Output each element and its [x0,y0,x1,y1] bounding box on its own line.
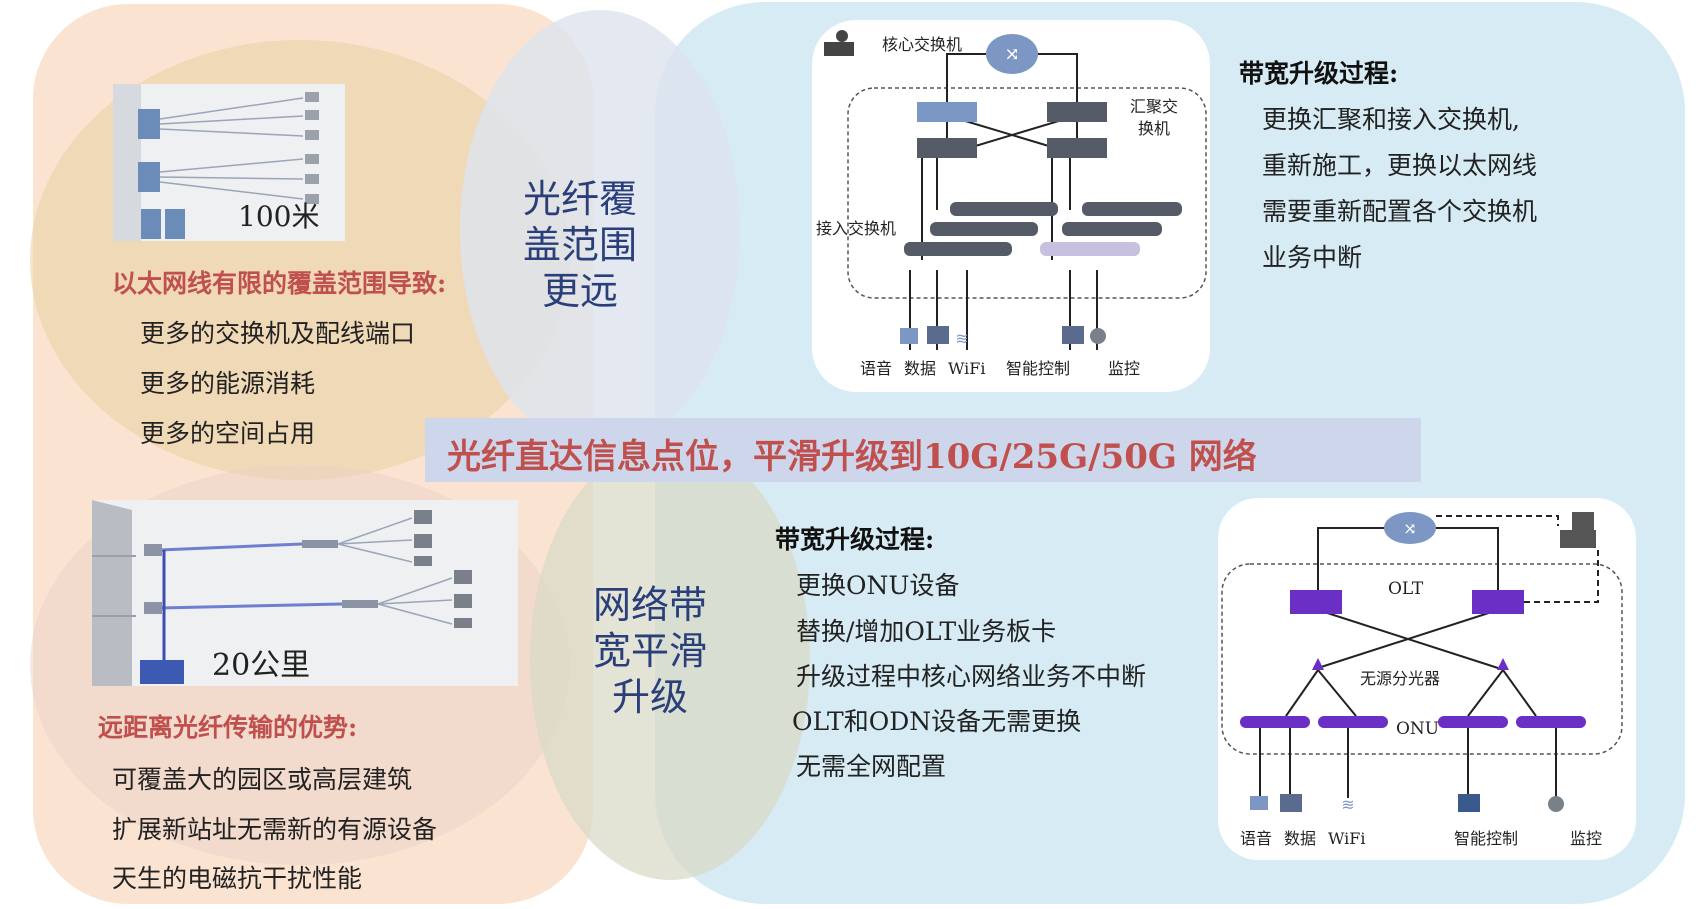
traditional-network-graphic: ⤨ 核心交换机 汇聚交 换机 接入交换机 [816,30,1207,378]
svg-text:≋: ≋ [955,329,968,348]
pon-upgrade-item: 替换/增加OLT业务板卡 [796,617,1057,646]
terminal-smart-control: 智能控制 [1006,359,1070,378]
bandwidth-line: 网络带 [592,583,707,627]
ethernet-item: 更多的能源消耗 [140,369,316,398]
ethernet-distance-label: 100米 [238,200,320,233]
svg-text:≋: ≋ [1341,795,1354,814]
splitter-label: 无源分光器 [1360,669,1440,688]
terminal-monitor: 监控 [1570,829,1602,848]
traditional-upgrade-item: 重新施工，更换以太网线 [1262,151,1538,180]
terminal-smart-control: 智能控制 [1454,829,1518,848]
pon-upgrade-item: OLT和ODN设备无需更换 [792,707,1082,736]
ethernet-heading: 以太网线有限的覆盖范围导致: [112,269,447,298]
aggregation-label-line1: 汇聚交 [1130,97,1178,116]
terminal-voice: 语音 [1240,829,1272,848]
fiber-distance-label: 20公里 [212,648,311,683]
bandwidth-line: 升级 [611,675,688,719]
pon-upgrade-item: 升级过程中核心网络业务不中断 [796,662,1147,691]
pon-upgrade-item: 更换ONU设备 [796,571,960,600]
terminal-data: 数据 [904,359,936,378]
pon-network-diagram: ⤨ OLT 无源分光器 ONU ≋ [1218,498,1636,860]
coverage-line: 盖范围 [522,223,637,267]
terminal-wifi: WiFi [1328,829,1366,848]
ethernet-item: 更多的空间占用 [140,419,316,448]
svg-text:⤨: ⤨ [1403,519,1416,538]
pon-network-graphic: ⤨ OLT 无源分光器 ONU ≋ [1221,512,1623,848]
traditional-upgrade-heading: 带宽升级过程: [1239,59,1399,88]
coverage-line: 光纤覆 [522,177,637,221]
banner: 光纤直达信息点位，平滑升级到10G/25G/50G 网络 [425,418,1421,482]
terminal-data: 数据 [1284,829,1316,848]
access-switch-label: 接入交换机 [816,219,896,238]
aggregation-label-line2: 换机 [1138,119,1170,138]
ethernet-diagram-graphic [113,84,319,241]
onu-label: ONU [1396,719,1439,739]
core-switch-label: 核心交换机 [882,35,962,54]
terminal-monitor: 监控 [1108,359,1140,378]
fiber-heading: 远距离光纤传输的优势: [98,713,358,742]
terminal-wifi: WiFi [948,359,986,378]
traditional-upgrade-item: 业务中断 [1262,243,1363,272]
pon-upgrade-item: 无需全网配置 [796,752,947,781]
fiber-diagram-graphic [92,500,472,686]
traditional-upgrade-item: 更换汇聚和接入交换机, [1262,105,1520,134]
bandwidth-line: 宽平滑 [592,629,707,673]
ethernet-cabling-diagram: 100米 [113,84,345,241]
fiber-item: 天生的电磁抗干扰性能 [112,864,363,893]
banner-text: 光纤直达信息点位，平滑升级到10G/25G/50G 网络 [447,437,1257,477]
coverage-label: 光纤覆 盖范围 更远 [510,176,650,314]
fiber-item: 可覆盖大的园区或高层建筑 [112,765,413,794]
terminal-voice: 语音 [860,359,892,378]
traditional-network-diagram: ⤨ 核心交换机 汇聚交 换机 接入交换机 [812,20,1210,392]
ethernet-item: 更多的交换机及配线端口 [140,319,416,348]
fiber-cabling-diagram: 20公里 [92,500,518,686]
coverage-line: 更远 [541,269,618,313]
olt-label: OLT [1388,579,1424,599]
pon-upgrade-heading: 带宽升级过程: [775,525,935,554]
fiber-item: 扩展新站址无需新的有源设备 [112,815,438,844]
traditional-upgrade-item: 需要重新配置各个交换机 [1262,197,1538,226]
bandwidth-label: 网络带 宽平滑 升级 [580,582,720,720]
svg-text:⤨: ⤨ [1004,44,1019,65]
